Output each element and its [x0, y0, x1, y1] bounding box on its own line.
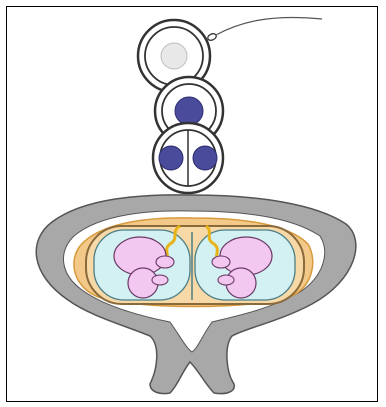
left-cell-nucleus: [159, 146, 183, 170]
fetus-right-limb: [212, 256, 230, 268]
zygote-nucleus: [175, 97, 203, 125]
fetus-right-arm: [218, 275, 234, 285]
fetus-left-limb: [156, 256, 174, 268]
uterus-stage: [36, 195, 356, 394]
right-cell-nucleus: [193, 146, 217, 170]
sperm-tail: [216, 17, 322, 35]
fertilization-stage: [138, 17, 322, 92]
egg-nucleus: [161, 43, 187, 69]
two-cell-stage: [153, 123, 223, 193]
fetus-left-arm: [152, 275, 168, 285]
sperm-head: [207, 32, 218, 41]
